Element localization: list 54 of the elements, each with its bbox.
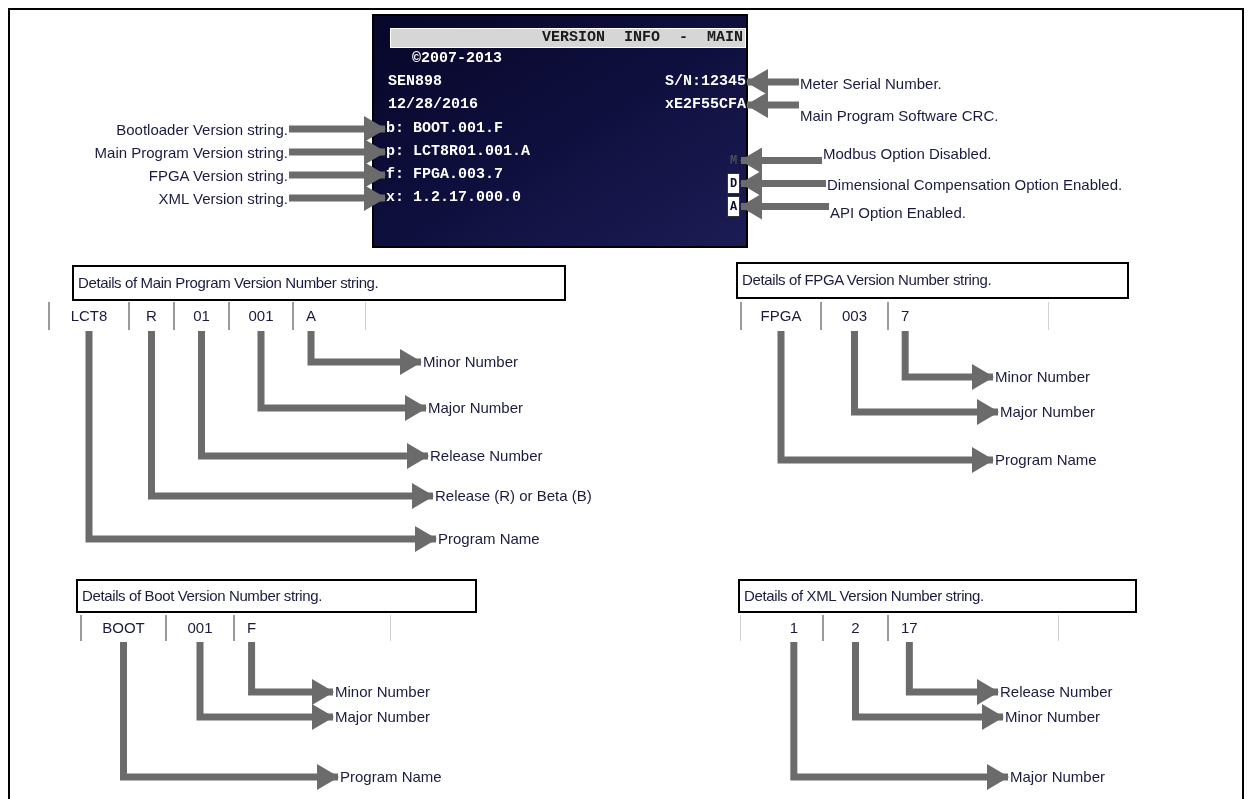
table-cell: 17 <box>887 615 1058 641</box>
callout-text: Program Name <box>340 766 442 788</box>
table-cell: 001 <box>165 615 233 641</box>
option-indicator: A <box>727 196 740 217</box>
callout-text: Main Program Software CRC. <box>800 105 999 127</box>
table-cell: LCT8 <box>48 302 128 330</box>
callout-text: Minor Number <box>995 366 1091 388</box>
callout-text: XML Version string. <box>158 189 288 209</box>
table-cell: FPGA <box>740 302 820 330</box>
callout-text: Major Number <box>428 397 524 419</box>
display-screen <box>372 14 748 248</box>
callout-text: Major Number <box>335 706 431 728</box>
table-cell: 2 <box>822 615 887 641</box>
callout-text: Program Name <box>438 528 540 550</box>
caption-box: Details of XML Version Number string. <box>738 579 1137 613</box>
callout-text: Modbus Option Disabled. <box>823 143 992 165</box>
screen-text: f: FPGA.003.7 <box>386 164 606 186</box>
screen-text: 12/28/2016 <box>388 95 478 115</box>
callout-text: Release (R) or Beta (B) <box>435 485 592 507</box>
screen-text: xE2F55CFA <box>620 94 746 116</box>
caption-box: Details of Main Program Version Number string. <box>72 265 566 301</box>
callout-text: Major Number <box>1000 401 1096 423</box>
table-cell: R <box>128 302 173 330</box>
callout-text: Main Program Version string. <box>94 143 288 163</box>
callout-text: Minor Number <box>1005 706 1101 728</box>
table-cell: BOOT <box>80 615 165 641</box>
screen-text: x: 1.2.17.000.0 <box>386 187 606 209</box>
callout-text: Meter Serial Number. <box>800 73 942 95</box>
table-cell: F <box>233 615 390 641</box>
caption-box: Details of FPGA Version Number string. <box>736 262 1129 299</box>
caption-box: Details of Boot Version Number string. <box>76 579 477 613</box>
callout-text: Minor Number <box>335 681 431 703</box>
screen-text: b: BOOT.001.F <box>386 118 606 140</box>
screen-text: SEN898 <box>388 72 442 92</box>
table-cell: 1 <box>740 615 822 641</box>
callout-text: FPGA Version string. <box>148 166 288 186</box>
callout-text: Bootloader Version string. <box>116 120 288 140</box>
callout-text: Major Number <box>1010 766 1106 788</box>
screen-text: S/N:12345 <box>620 71 746 93</box>
callout-text: Release Number <box>1000 681 1113 703</box>
screen-text: p: LCT8R01.001.A <box>386 141 606 163</box>
table-cell: A <box>292 302 365 330</box>
table-cell: 001 <box>228 302 292 330</box>
table-cell: 003 <box>820 302 887 330</box>
callout-text: Program Name <box>995 449 1097 471</box>
callout-text: Release Number <box>430 445 543 467</box>
header-bar: VERSION INFO - MAIN <box>390 28 746 48</box>
table-cell: 7 <box>887 302 1048 330</box>
table-cell: 01 <box>173 302 228 330</box>
screen-text: ©2007-2013 <box>412 49 502 69</box>
callout-text: Minor Number <box>423 351 519 373</box>
option-indicator: D <box>727 173 740 194</box>
callout-text: API Option Enabled. <box>830 202 966 224</box>
callout-text: Dimensional Compensation Option Enabled. <box>827 174 1123 196</box>
